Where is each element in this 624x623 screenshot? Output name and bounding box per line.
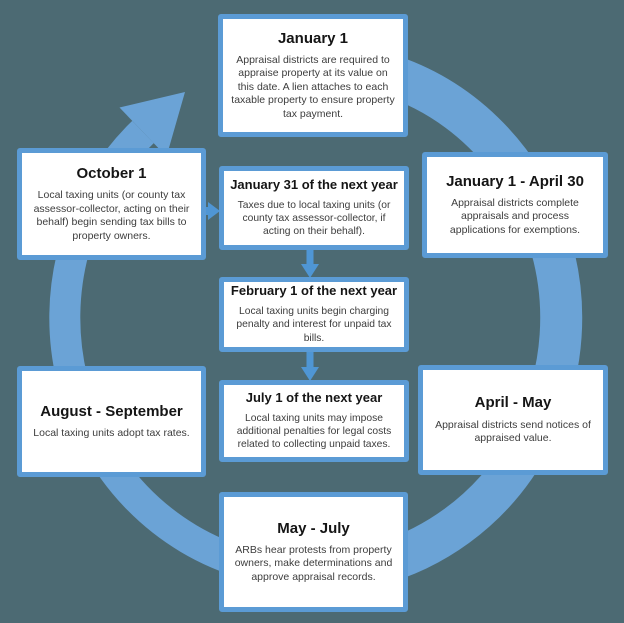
box-body: Local taxing units adopt tax rates. xyxy=(33,426,190,439)
box-body: Local taxing units may impose additional… xyxy=(236,412,392,451)
box-title: January 1 xyxy=(277,29,349,47)
box-body: Appraisal districts are required to appr… xyxy=(231,54,395,120)
box-august-september: August - September Local taxing units ad… xyxy=(17,366,206,477)
box-title: October 1 xyxy=(76,165,147,182)
box-body: Local taxing units (or county tax assess… xyxy=(33,189,190,242)
box-title: February 1 of the next year xyxy=(230,283,398,299)
cycle-ring-arrowhead-icon xyxy=(119,92,185,157)
box-body: Appraisal districts complete appraisals … xyxy=(449,196,581,236)
box-may-july: May - July ARBs hear protests from prope… xyxy=(219,492,408,612)
box-july-1-next-year: July 1 of the next year Local taxing uni… xyxy=(219,380,409,462)
down-arrow-feb1-to-jul1-icon xyxy=(301,350,319,381)
box-january-31-next-year: January 31 of the next year Taxes due to… xyxy=(219,166,409,250)
box-february-1-next-year: February 1 of the next year Local taxing… xyxy=(219,277,409,352)
box-body: Taxes due to local taxing units (or coun… xyxy=(237,199,391,238)
box-title: January 31 of the next year xyxy=(230,176,398,192)
box-april-may: April - May Appraisal districts send not… xyxy=(418,365,608,475)
box-october-1: October 1 Local taxing units (or county … xyxy=(17,148,206,260)
box-title: January 1 - April 30 xyxy=(446,172,584,190)
box-title: July 1 of the next year xyxy=(245,389,383,405)
box-body: ARBs hear protests from property owners,… xyxy=(234,543,393,583)
box-january-1: January 1 Appraisal districts are requir… xyxy=(218,14,408,137)
down-arrow-jan31-to-feb1-icon xyxy=(301,247,319,278)
box-title: May - July xyxy=(277,519,350,537)
box-january-1-april-30: January 1 - April 30 Appraisal districts… xyxy=(422,152,608,258)
box-title: April - May xyxy=(474,394,552,412)
box-body: Local taxing units begin charging penalt… xyxy=(236,306,392,344)
box-title: August - September xyxy=(40,402,183,420)
box-body: Appraisal districts send notices of appr… xyxy=(435,418,591,445)
